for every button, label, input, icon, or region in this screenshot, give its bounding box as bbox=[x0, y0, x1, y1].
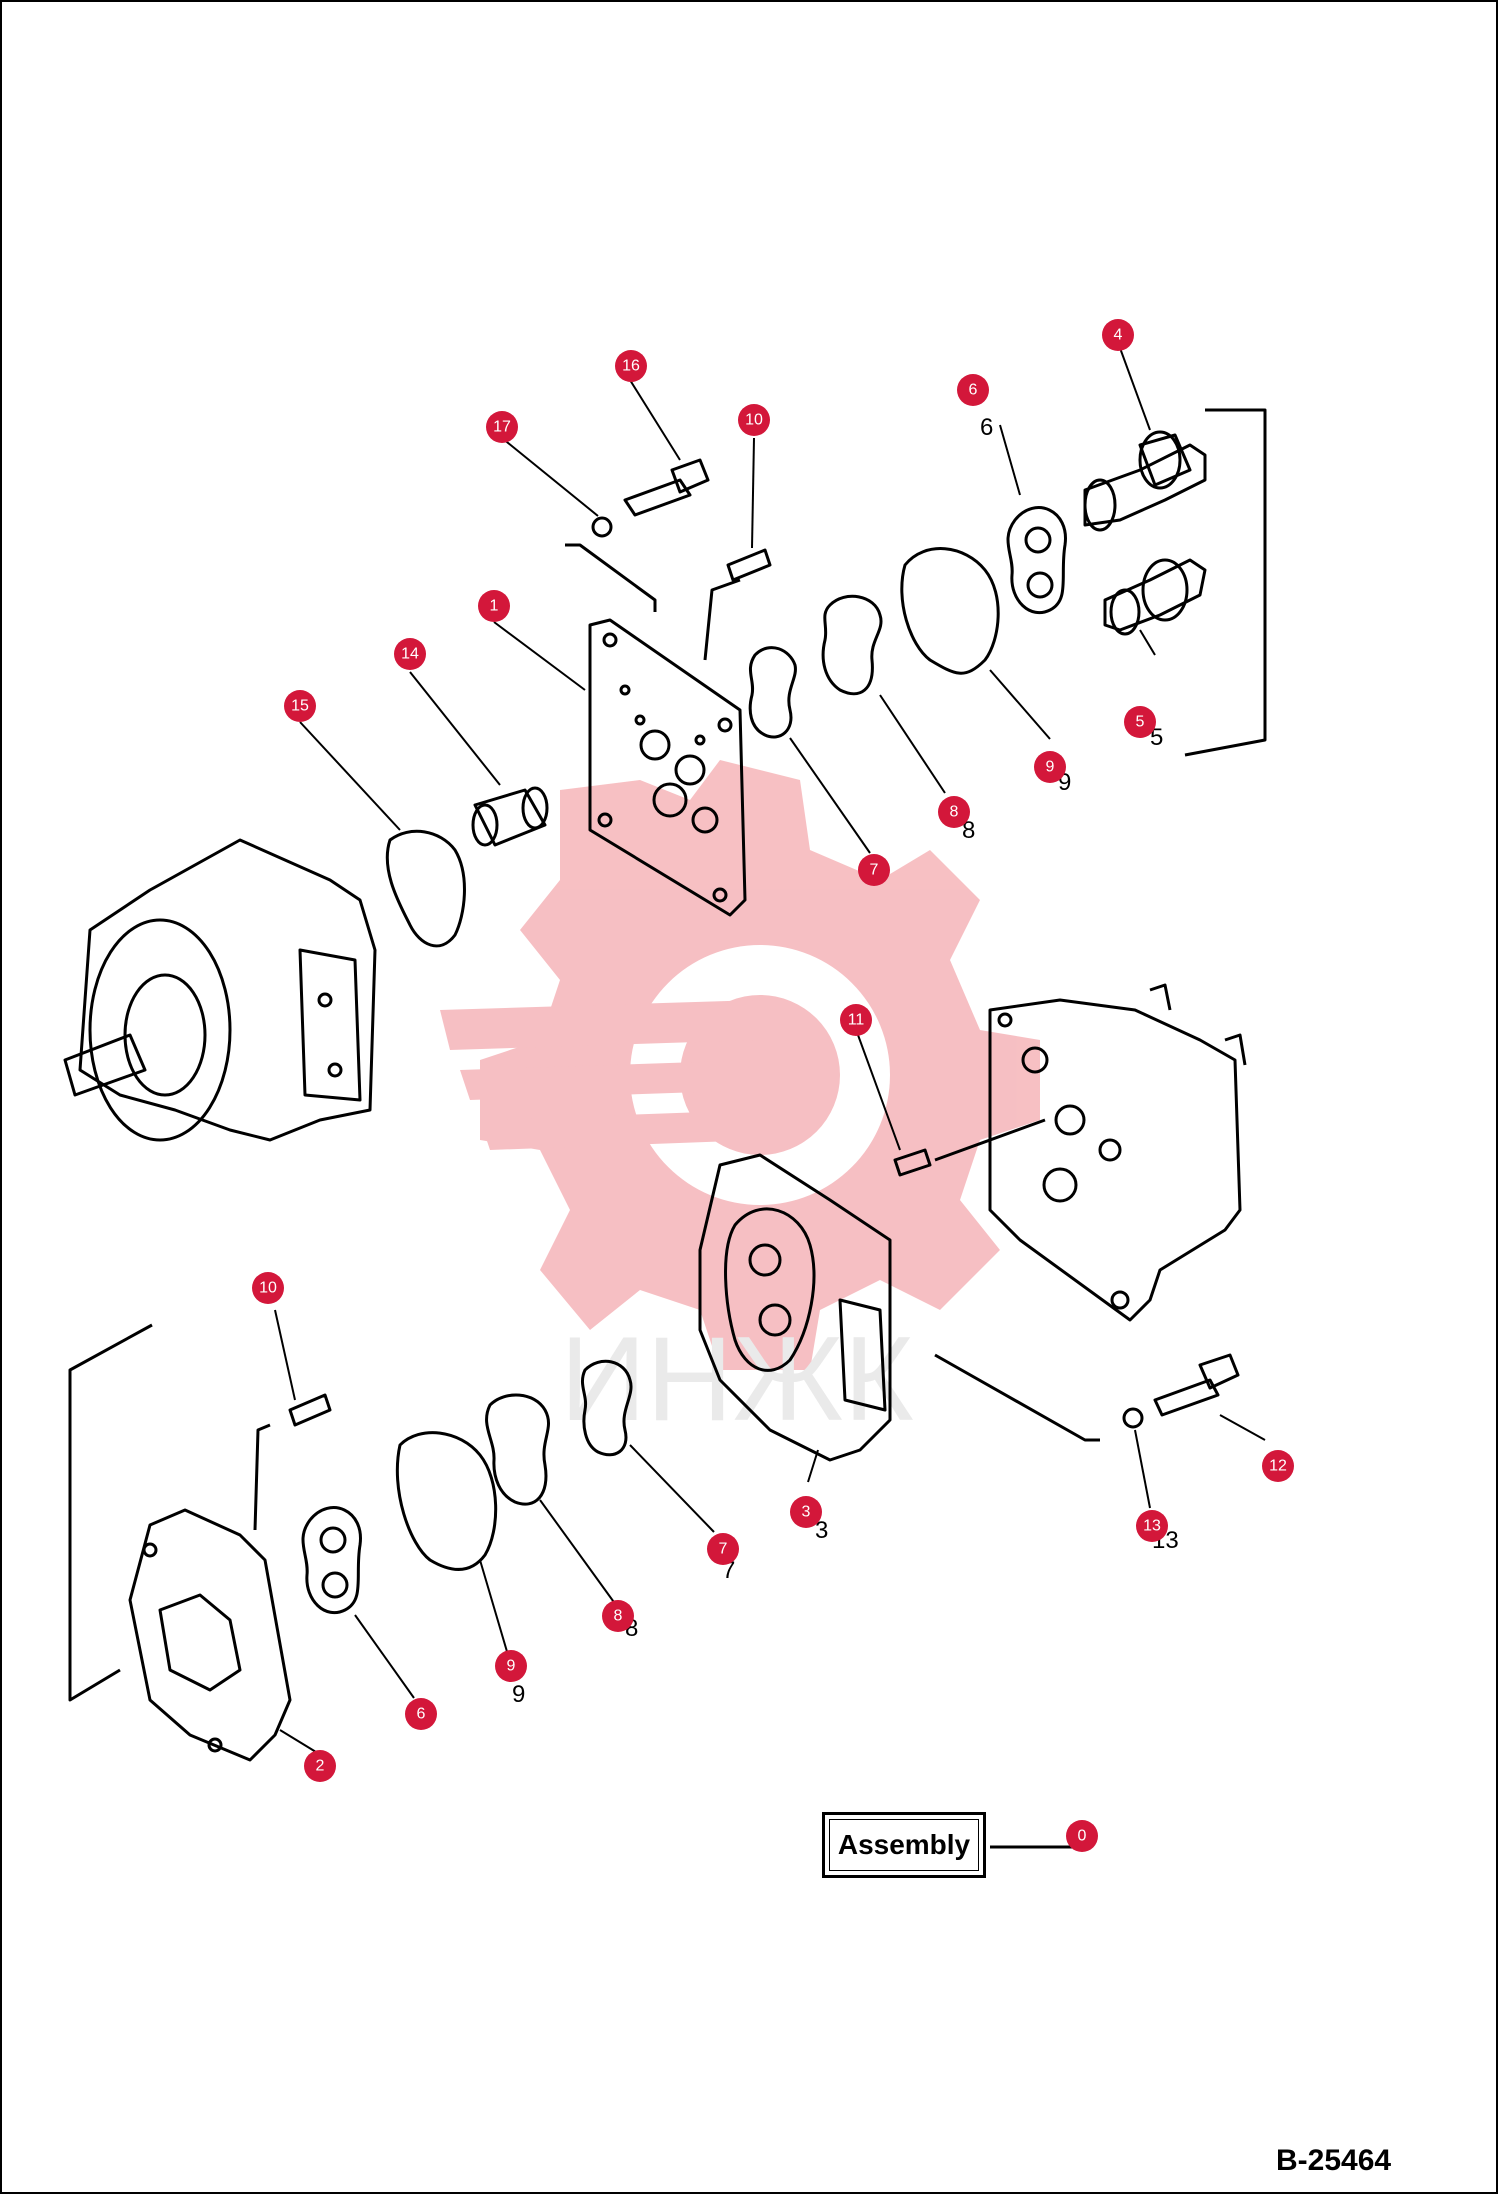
bushing-14 bbox=[471, 786, 549, 847]
callout-15[interactable]: 15 bbox=[284, 690, 316, 722]
bolt-guide-line bbox=[565, 543, 657, 612]
seal-9-lower bbox=[395, 1431, 498, 1571]
callout-8[interactable]: 8 bbox=[602, 1600, 634, 1632]
assembly-box-inner-border bbox=[829, 1819, 979, 1871]
callout-6[interactable]: 6 bbox=[405, 1698, 437, 1730]
callout-13[interactable]: 13 bbox=[1136, 1510, 1168, 1542]
bolt-16 bbox=[623, 458, 710, 517]
callout-1[interactable]: 1 bbox=[478, 590, 510, 622]
seal-7-lower bbox=[580, 1359, 633, 1457]
svg-text:6: 6 bbox=[417, 1706, 426, 1723]
svg-text:16: 16 bbox=[622, 358, 640, 375]
callout-5[interactable]: 5 bbox=[1124, 706, 1156, 738]
callout-6[interactable]: 6 bbox=[957, 374, 989, 406]
seal-7-upper bbox=[748, 646, 797, 739]
svg-text:7: 7 bbox=[870, 862, 879, 879]
callout-12[interactable]: 12 bbox=[1262, 1450, 1294, 1482]
assembly-label: Assembly bbox=[837, 1829, 971, 1860]
callout-8[interactable]: 8 bbox=[938, 796, 970, 828]
callout-17[interactable]: 17 bbox=[486, 411, 518, 443]
svg-text:2: 2 bbox=[316, 1758, 325, 1775]
callout-14[interactable]: 14 bbox=[394, 638, 426, 670]
callout-7[interactable]: 7 bbox=[707, 1533, 739, 1565]
thrust-plate-6-lower bbox=[301, 1506, 362, 1614]
seal-8-upper bbox=[821, 594, 883, 696]
upper-bracket-line bbox=[1184, 408, 1267, 757]
svg-text:10: 10 bbox=[259, 1280, 277, 1297]
svg-text:1: 1 bbox=[490, 598, 499, 615]
callout-11[interactable]: 11 bbox=[840, 1004, 872, 1036]
pin-guide-line-lower bbox=[253, 1423, 271, 1531]
front-flange-2 bbox=[128, 1508, 292, 1762]
drawing-number: 9 bbox=[512, 1681, 525, 1708]
callout-10[interactable]: 10 bbox=[738, 404, 770, 436]
driven-gear-5 bbox=[1103, 558, 1207, 636]
thrust-plate-6-upper bbox=[1006, 506, 1067, 614]
seal-8-lower bbox=[485, 1393, 550, 1506]
rear-housing-right bbox=[988, 983, 1247, 1322]
svg-text:4: 4 bbox=[1114, 327, 1123, 344]
dowel-pin-10-upper bbox=[726, 548, 772, 582]
drawing-number: 6 bbox=[980, 414, 993, 441]
pin-guide-line-upper bbox=[703, 578, 741, 661]
svg-text:13: 13 bbox=[1143, 1518, 1161, 1535]
cover-plate-1 bbox=[588, 618, 747, 917]
svg-text:10: 10 bbox=[745, 412, 763, 429]
watermark-text: ИНЖК bbox=[560, 1312, 914, 1446]
svg-text:0: 0 bbox=[1078, 1828, 1087, 1845]
watermark-gear-logo: ИНЖК bbox=[440, 760, 1040, 1446]
svg-text:8: 8 bbox=[950, 804, 959, 821]
svg-text:3: 3 bbox=[802, 1504, 811, 1521]
svg-text:11: 11 bbox=[848, 1012, 865, 1029]
callout-leaders bbox=[274, 347, 1266, 1753]
svg-text:12: 12 bbox=[1269, 1458, 1287, 1475]
callout-9[interactable]: 9 bbox=[1034, 751, 1066, 783]
washer-17 bbox=[591, 516, 613, 538]
svg-text:6: 6 bbox=[969, 382, 978, 399]
seal-15 bbox=[385, 829, 466, 948]
svg-text:8: 8 bbox=[614, 1608, 623, 1625]
callout-10[interactable]: 10 bbox=[252, 1272, 284, 1304]
assembly-label-box[interactable]: Assembly bbox=[822, 1812, 986, 1878]
pinion-gear-4 bbox=[1083, 430, 1207, 532]
drawing-number: 3 bbox=[815, 1517, 828, 1544]
drawing-number: 8 bbox=[962, 817, 975, 844]
seal-9-upper bbox=[900, 547, 1000, 675]
callout-2[interactable]: 2 bbox=[304, 1750, 336, 1782]
svg-text:9: 9 bbox=[1046, 759, 1055, 776]
lower-bracket-line bbox=[68, 1323, 153, 1702]
callout-3[interactable]: 3 bbox=[790, 1496, 822, 1528]
svg-text:15: 15 bbox=[291, 698, 309, 715]
washer-13 bbox=[1122, 1407, 1144, 1429]
callout-9[interactable]: 9 bbox=[495, 1650, 527, 1682]
bolt-12-guide-line bbox=[934, 1353, 1100, 1442]
callout-7[interactable]: 7 bbox=[858, 854, 890, 886]
pump-body-left bbox=[63, 838, 377, 1142]
svg-text:17: 17 bbox=[493, 419, 511, 436]
svg-text:5: 5 bbox=[1136, 714, 1145, 731]
drawing-code: B-25464 bbox=[1276, 2144, 1392, 2177]
dowel-pin-11 bbox=[893, 1148, 932, 1177]
bolt-12 bbox=[1153, 1353, 1240, 1417]
gear-case-3 bbox=[698, 1153, 892, 1462]
svg-text:7: 7 bbox=[719, 1541, 728, 1558]
callout-markers: 4 16 6 17 10 1 14 15 5 9 8 7 11 10 12 3 … bbox=[252, 319, 1294, 1852]
dowel-pin-10-lower bbox=[288, 1393, 332, 1427]
callout-4[interactable]: 4 bbox=[1102, 319, 1134, 351]
callout-0[interactable]: 0 bbox=[1066, 1820, 1098, 1852]
svg-text:14: 14 bbox=[401, 646, 419, 663]
svg-text:9: 9 bbox=[507, 1658, 516, 1675]
callout-16[interactable]: 16 bbox=[615, 350, 647, 382]
